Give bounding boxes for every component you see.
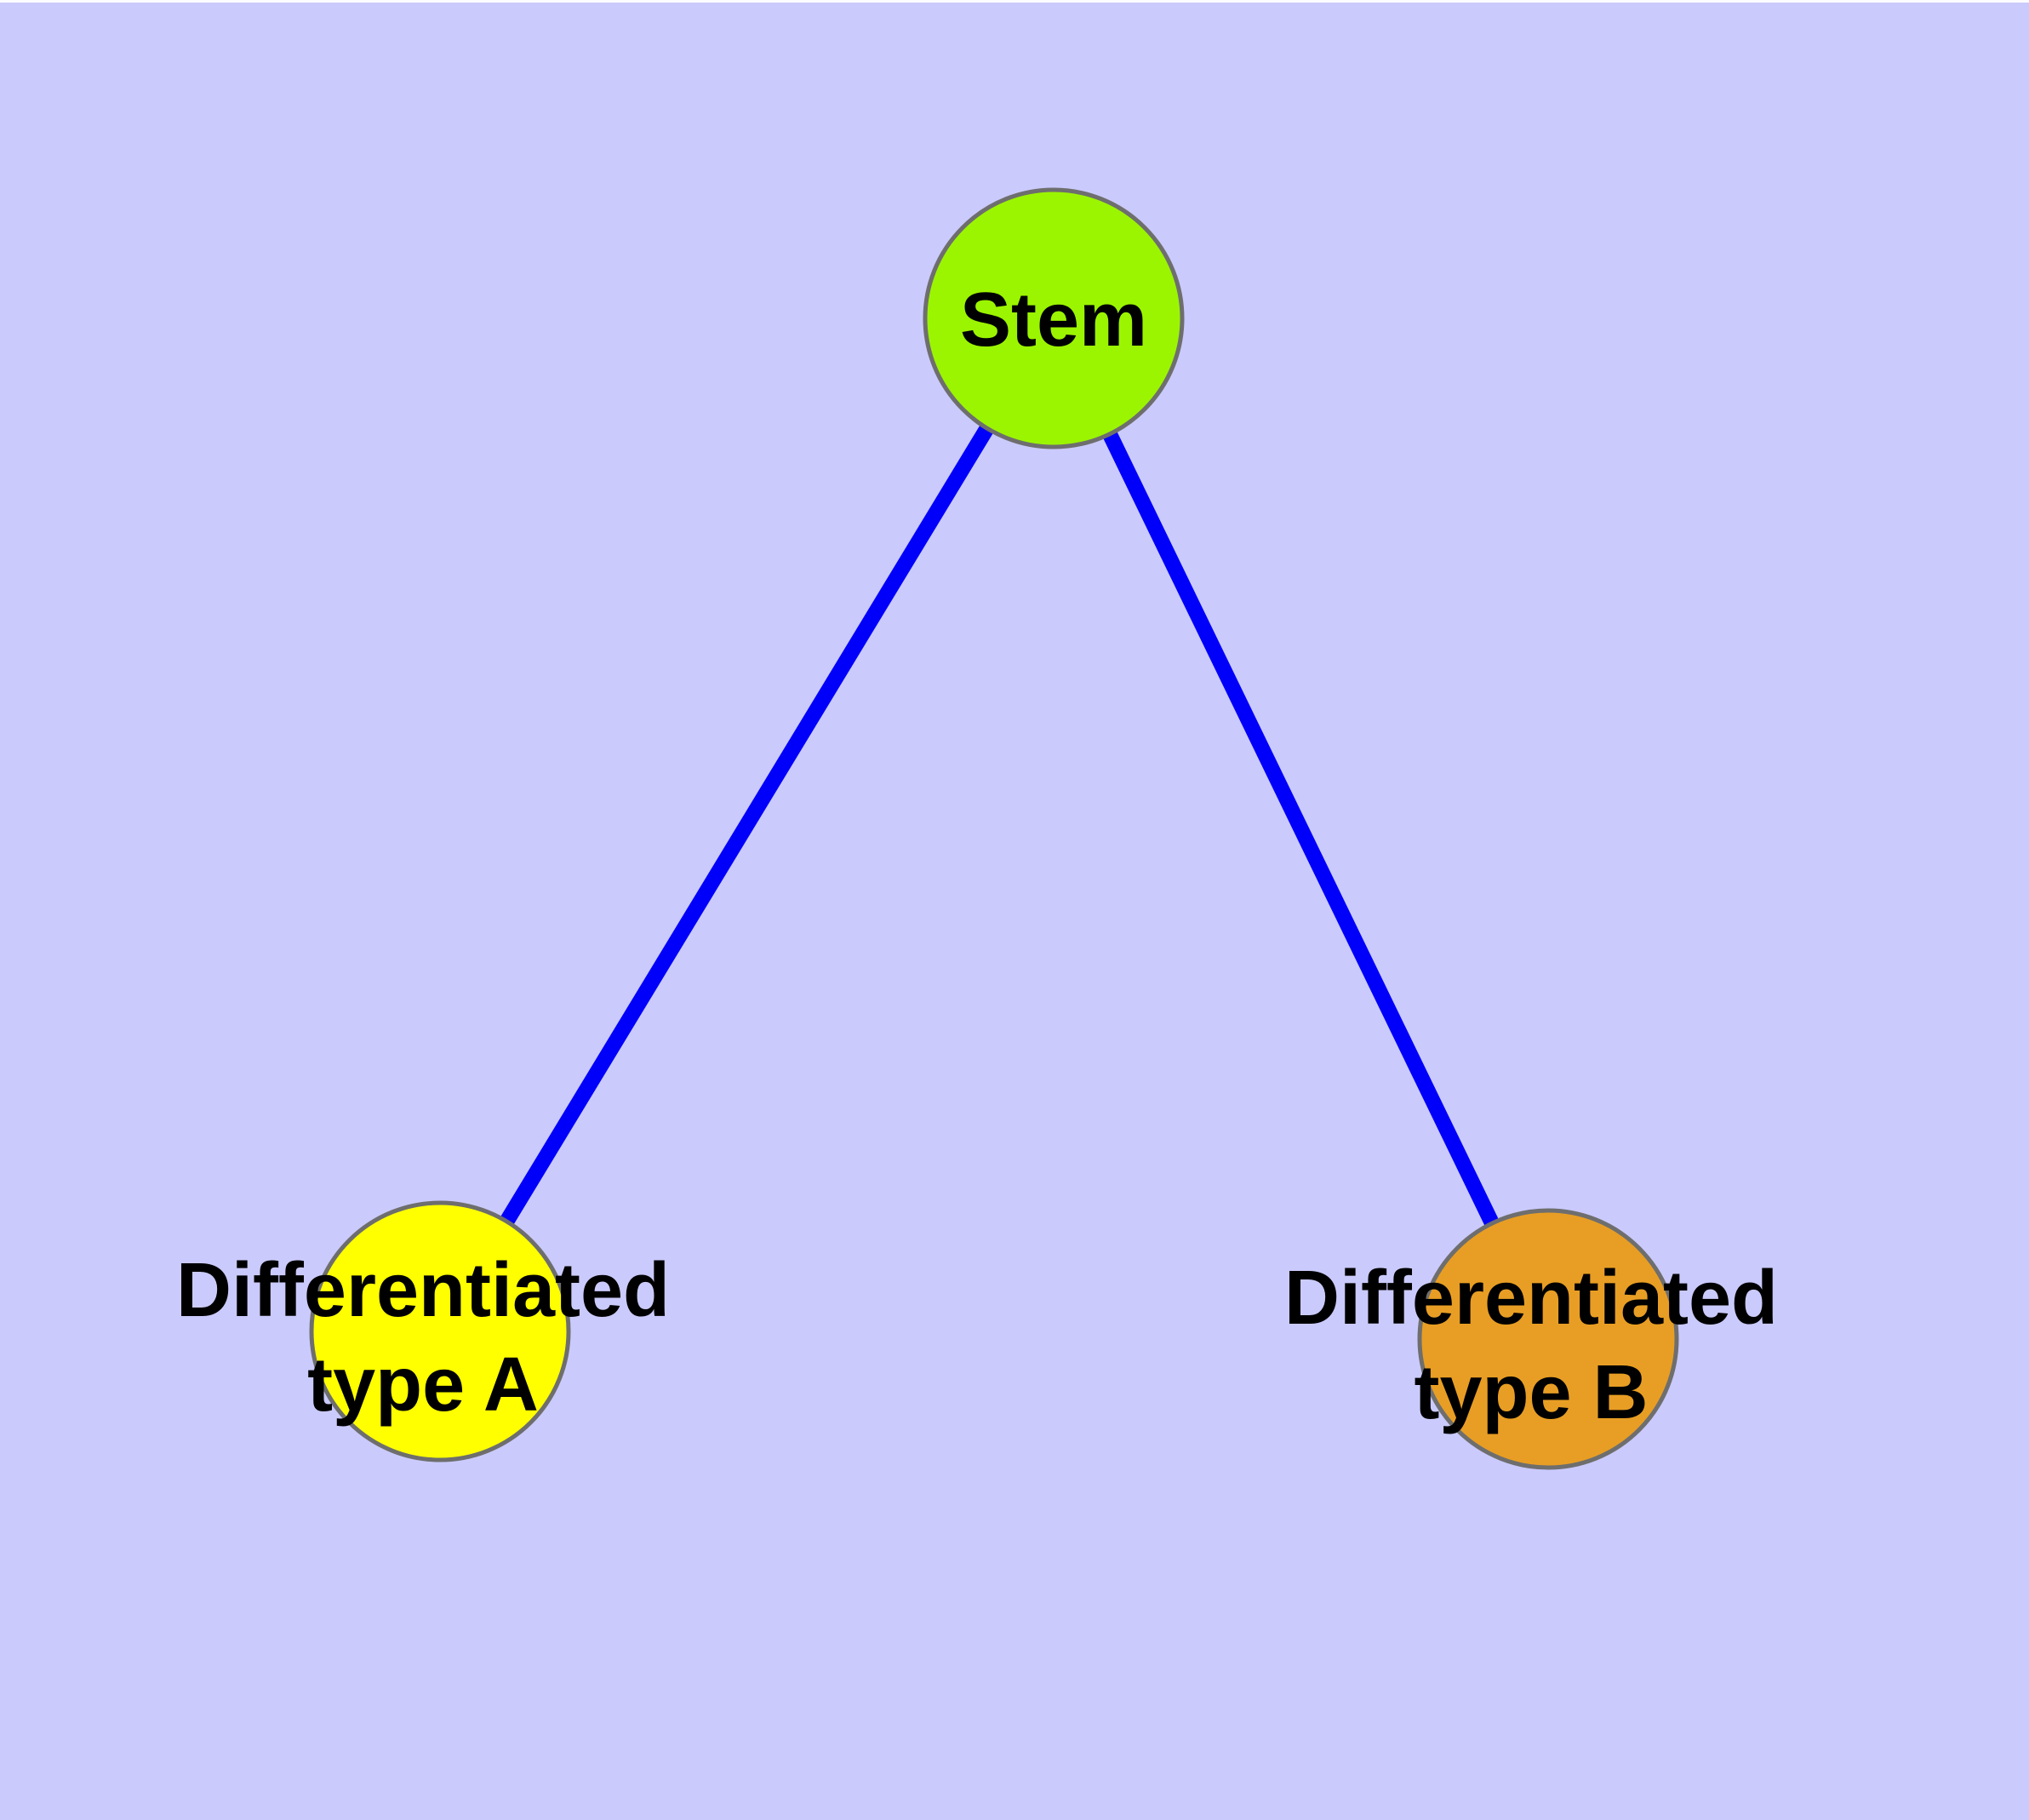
node-stem-label: Stem bbox=[960, 278, 1147, 363]
node-label-line: type B bbox=[1414, 1350, 1648, 1435]
node-stem bbox=[923, 187, 1185, 449]
edges-layer bbox=[433, 314, 1556, 1342]
top-strip bbox=[0, 0, 2029, 3]
node-differentiated-type-a bbox=[309, 1200, 571, 1462]
node-differentiated-type-b-label: Differentiated type B bbox=[1284, 1256, 1778, 1435]
node-label-line: Stem bbox=[960, 278, 1147, 363]
node-label-line: type A bbox=[307, 1342, 539, 1428]
edge-stem-to-differentiated-type-b bbox=[1046, 315, 1556, 1342]
node-differentiated-type-a-label: Differentiated type A bbox=[176, 1248, 670, 1428]
node-label-line: Differentiated bbox=[1284, 1256, 1778, 1341]
node-label-line: Differentiated bbox=[176, 1248, 670, 1333]
edge-stem-to-differentiated-type-a bbox=[433, 314, 1060, 1336]
nodes-layer bbox=[309, 187, 1679, 1470]
node-differentiated-type-b bbox=[1417, 1208, 1679, 1470]
